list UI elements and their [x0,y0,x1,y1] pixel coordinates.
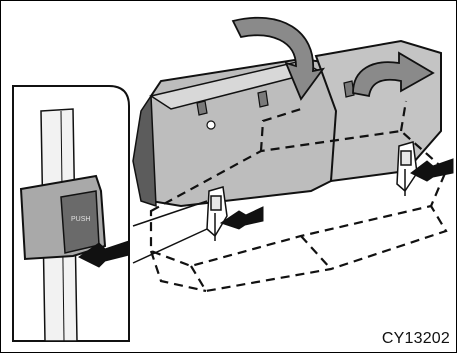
latch-left [207,187,227,241]
inset-push-text: PUSH [71,216,90,223]
headrest-slot-right [258,91,268,107]
push-arrow-right [411,159,453,181]
push-arrow-left [221,207,263,229]
seat-bolt [207,121,215,129]
figure-code: CY13202 [382,330,450,348]
headrest-slot-left [197,101,207,115]
latch-right [397,142,417,196]
